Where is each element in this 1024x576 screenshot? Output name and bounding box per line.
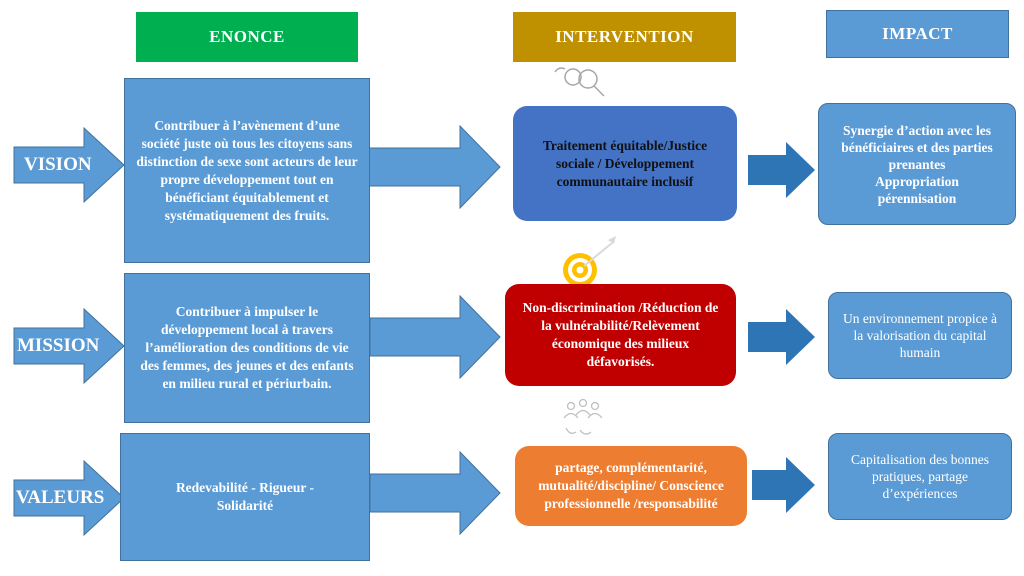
header-intervention: INTERVENTION <box>513 12 736 62</box>
impact-vision: Synergie d’action avec les bénéficiaires… <box>818 103 1016 225</box>
valeurs-flow-arrow <box>369 450 501 536</box>
header-impact: IMPACT <box>826 10 1009 58</box>
mission-impact-arrow <box>748 309 815 365</box>
valeurs-impact-arrow <box>752 457 815 513</box>
impact-vision-text: Synergie d’action avec les bénéficiaires… <box>829 122 1005 207</box>
impact-vision-line: Synergie d’action avec les bénéficiaires… <box>841 122 993 172</box>
row-label-valeurs: VALEURS <box>16 487 105 508</box>
people-icon <box>563 398 603 435</box>
intervention-vision: Traitement équitable/Justice sociale / D… <box>513 106 737 221</box>
impact-vision-line: Appropriation <box>875 173 959 189</box>
impact-mission-line: Un environnement propice à la valorisati… <box>842 311 998 360</box>
mission-flow-arrow <box>369 294 501 380</box>
intervention-mission: Non-discrimination /Réduction de la vuln… <box>505 284 736 386</box>
row-label-vision: VISION <box>24 154 92 175</box>
target-icon <box>563 236 616 287</box>
enonce-valeurs: Redevabilité - Rigueur - Solidarité <box>120 433 370 561</box>
impact-vision-line: pérennisation <box>877 190 957 206</box>
enonce-mission: Contribuer à impulser le développement l… <box>124 273 370 423</box>
enonce-vision: Contribuer à l’avènement d’une société j… <box>124 78 370 263</box>
intervention-valeurs: partage, complémentarité, mutualité/disc… <box>515 446 747 526</box>
magnifier-icon <box>554 67 605 97</box>
header-enonce: ENONCE <box>136 12 358 62</box>
row-label-mission: MISSION <box>17 335 100 356</box>
mission-label-arrow <box>13 307 125 385</box>
vision-label-arrow <box>13 126 125 204</box>
impact-valeurs-line: Capitalisation des bonnes pratiques, par… <box>851 452 989 501</box>
vision-impact-arrow <box>748 142 815 198</box>
impact-mission: Un environnement propice à la valorisati… <box>828 292 1012 379</box>
vision-flow-arrow <box>367 124 501 210</box>
impact-valeurs: Capitalisation des bonnes pratiques, par… <box>828 433 1012 520</box>
valeurs-label-arrow <box>13 459 125 537</box>
